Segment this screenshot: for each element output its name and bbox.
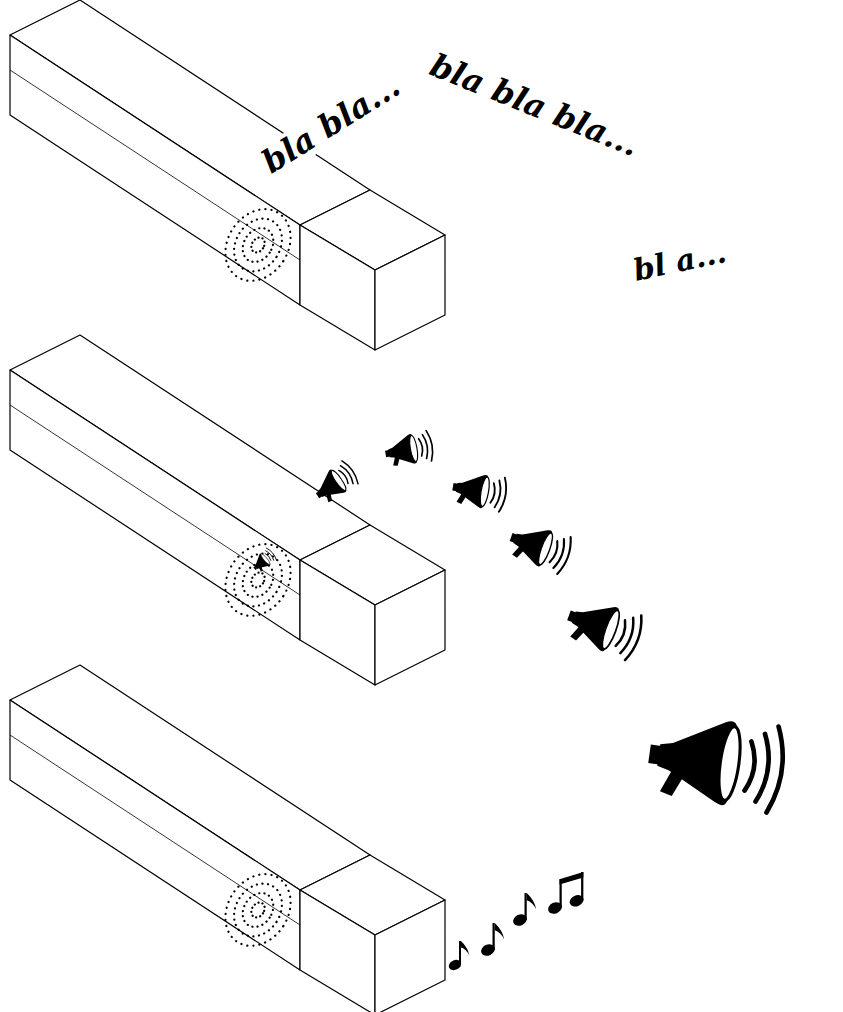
speech-text: bla bla bla... — [421, 46, 647, 165]
speech-text: bl a... — [627, 234, 733, 287]
